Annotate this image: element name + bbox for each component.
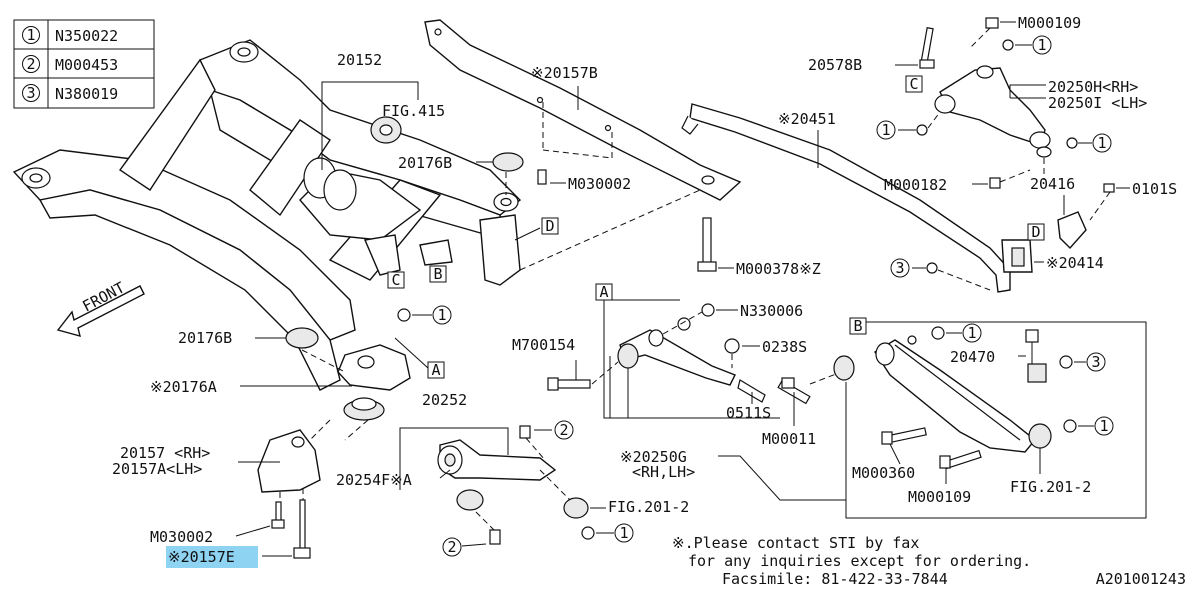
callout-marker-1: 1 — [1037, 36, 1046, 54]
callout-marker-3: 3 — [1091, 353, 1100, 371]
callout-marker-1: 1 — [619, 524, 628, 542]
part-number: M000109 — [908, 488, 971, 506]
reference-marker-D: D — [1031, 223, 1040, 241]
reference-marker-C: C — [909, 75, 918, 93]
part-number: 0101S — [1132, 180, 1177, 198]
part-number: 20470 — [950, 348, 995, 366]
legend-code: N380019 — [55, 85, 118, 103]
figure-ref: FIG.201-2 — [608, 498, 689, 516]
part-number: 20252 — [422, 391, 467, 409]
reference-marker-C: C — [391, 271, 400, 289]
legend-row-3: 3 N380019 — [22, 84, 118, 103]
part-number: N330006 — [740, 302, 803, 320]
callout-marker-1: 1 — [967, 324, 976, 342]
upper-arm-assembly: 20578B M000109 1 20250H<RH> 20250I <LH> … — [808, 14, 1147, 241]
contact-notes: ※.Please contact STI by fax for any inqu… — [672, 534, 1186, 588]
part-number: 20578B — [808, 56, 862, 74]
bracket-20157: 20157 <RH> 20157A<LH> M030002 ※20157E — [112, 429, 321, 568]
figure-ref: FIG.415 — [382, 102, 445, 120]
callout-marker-2: 2 — [447, 538, 456, 556]
front-arrow: FRONT — [56, 278, 145, 337]
part-number: ※20451 — [778, 110, 836, 128]
reference-marker-B: B — [853, 317, 862, 335]
part-number: M000360 — [852, 464, 915, 482]
part-number: 20152 — [337, 51, 382, 69]
figure-ref: FIG.201-2 — [1010, 478, 1091, 496]
note-line-1: ※.Please contact STI by fax — [672, 534, 919, 552]
note-line-2: for any inquiries except for ordering. — [688, 552, 1031, 570]
part-number: M700154 — [512, 336, 575, 354]
highlighted-part-bg — [166, 546, 258, 568]
reference-marker-D: D — [545, 217, 554, 235]
callout-marker-1: 1 — [1097, 134, 1106, 152]
lower-arm-group: B 1 20470 3 1 M000360 — [833, 317, 1147, 519]
callout-20176B-top: 20176B — [398, 152, 524, 195]
legend-row-1: 1 N350022 — [22, 26, 118, 45]
rear-subframe-drawing — [12, 39, 522, 391]
lateral-link-20252: 20252 2 20254F※A FIG.201-2 1 2 — [336, 391, 689, 557]
reference-marker-A: A — [599, 283, 608, 301]
part-number: 20250I <LH> — [1048, 94, 1147, 112]
stabilizer-bar-20451: ※20451 ※20414 20416 0101S 3 — [681, 103, 1177, 293]
reference-marker-B: B — [433, 265, 442, 283]
part-number: M000182 — [884, 176, 947, 194]
part-number: 20157A<LH> — [112, 460, 202, 478]
callout-marker-1: 1 — [881, 121, 890, 139]
part-number: M000109 — [1018, 14, 1081, 32]
callout-marker-3: 3 — [895, 259, 904, 277]
part-number: 20250H<RH> — [1048, 78, 1138, 96]
part-number: 0511S — [726, 404, 771, 422]
note-line-3: Facsimile: 81-422-33-7844 — [722, 570, 948, 588]
callout-marker-1: 1 — [437, 306, 446, 324]
toe-link-group: A N330006 M700154 0238S 0511S M0001 — [512, 283, 837, 448]
subframe-mount-callouts: D C B A 1 20176B ※20176A — [150, 217, 559, 441]
reference-marker-A: A — [431, 361, 440, 379]
callout-20250G: ※20250G <RH,LH> — [620, 448, 846, 501]
rear-crossbar-20157B: ※20157B M030002 M000378※Z — [424, 19, 821, 278]
part-number: ※20414 — [1046, 254, 1104, 272]
part-number: M00011 — [762, 430, 816, 448]
part-number-highlighted: ※20157E — [168, 548, 235, 566]
part-number: ※20176A — [150, 378, 217, 396]
diagram-id: A201001243 — [1096, 570, 1186, 588]
part-number: ※20157B — [531, 64, 598, 82]
legend-table: 1 N350022 2 M000453 3 N380019 — [13, 19, 155, 109]
legend-num: 2 — [26, 55, 35, 73]
part-number: M000378※Z — [736, 260, 821, 278]
legend-num: 1 — [26, 26, 35, 44]
part-number: 20157 <RH> — [120, 444, 210, 462]
legend-num: 3 — [26, 84, 35, 102]
part-number: 0238S — [762, 338, 807, 356]
legend-row-2: 2 M000453 — [22, 55, 118, 74]
part-number: 20176B — [178, 329, 232, 347]
part-number: M030002 — [150, 528, 213, 546]
part-number: M030002 — [568, 175, 631, 193]
part-number-sub: <RH,LH> — [632, 463, 695, 481]
part-number: ※20250G — [620, 448, 687, 466]
callout-marker-2: 2 — [559, 421, 568, 439]
part-number: 20416 — [1030, 175, 1075, 193]
legend-code: M000453 — [55, 56, 118, 74]
part-number: 20176B — [398, 154, 452, 172]
legend-code: N350022 — [55, 27, 118, 45]
callout-marker-1: 1 — [1099, 417, 1108, 435]
part-number: 20254F※A — [336, 471, 412, 489]
callout-20152: 20152 FIG.415 — [321, 51, 445, 170]
